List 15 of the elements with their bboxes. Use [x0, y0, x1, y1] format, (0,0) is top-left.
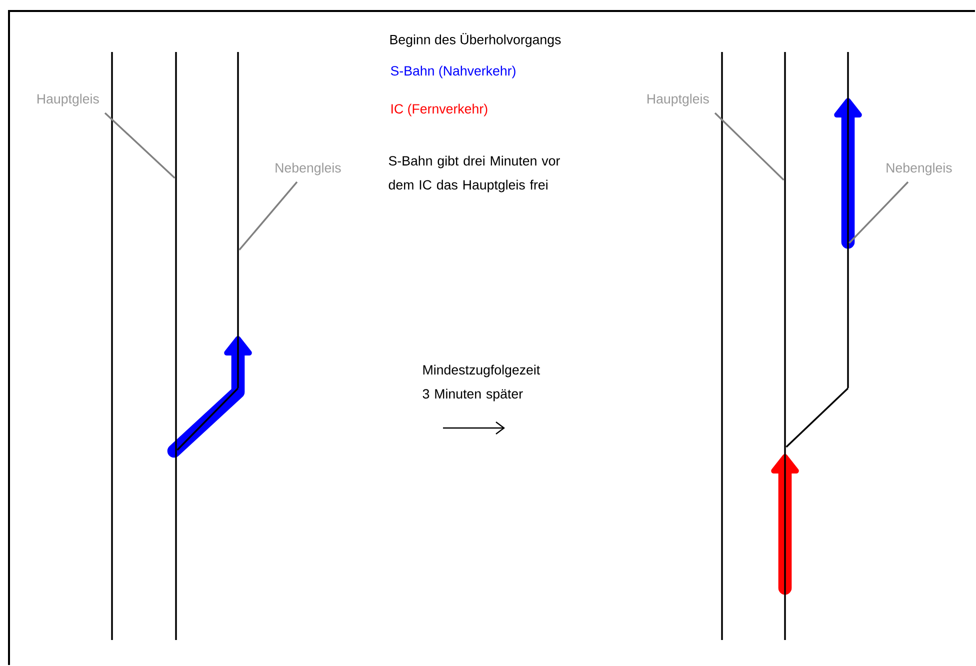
- leader-line: [104, 112, 176, 179]
- track-label: Nebengleis: [276, 162, 341, 176]
- legend-entry: IC (Fernverkehr): [392, 104, 488, 116]
- track-label: Nebengleis: [886, 162, 952, 176]
- legend-entry: S-Bahn (Nahverkehr): [390, 66, 516, 78]
- crossover-track: [176, 388, 239, 451]
- crossover-track: [786, 388, 849, 448]
- track-label: Hauptgleis: [648, 94, 709, 106]
- note: S-Bahn gibt drei Minuten vor dem IC das Hauptgleis frei: [388, 156, 560, 192]
- leader-line: [714, 112, 784, 181]
- note: Mindestzugfolgezeit 3 Minuten später: [422, 364, 540, 402]
- title: Beginn des Überholvorgangs: [390, 33, 561, 47]
- track-label: Hauptgleis: [38, 94, 99, 106]
- leader-line: [848, 181, 909, 244]
- leader-line: [238, 181, 298, 251]
